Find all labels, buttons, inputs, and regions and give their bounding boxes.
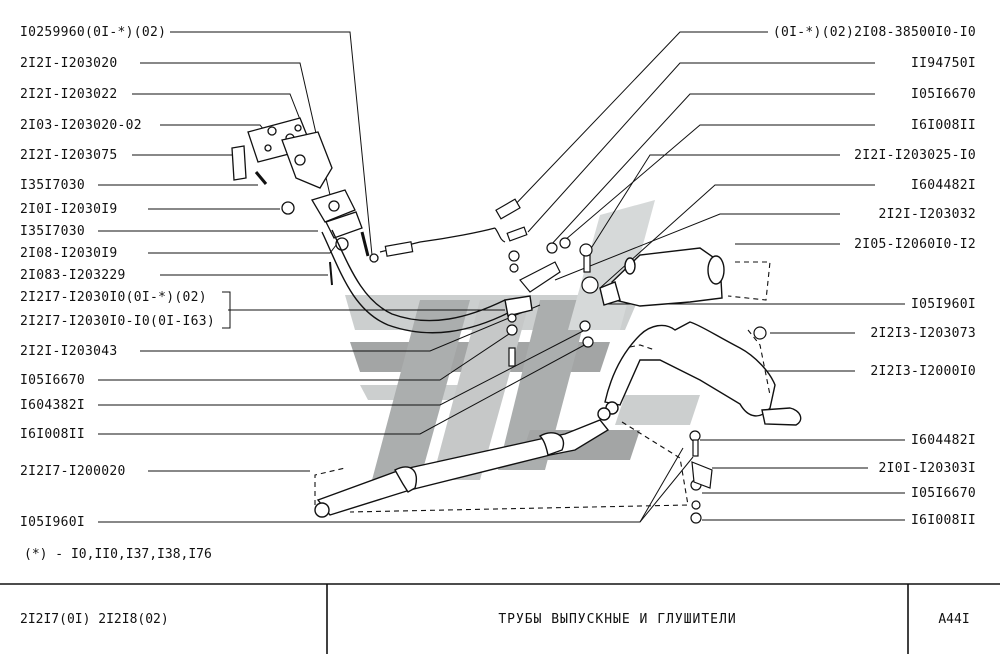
left-callout-label: 2I08-I2030I9 — [20, 246, 118, 261]
variant-bracket — [222, 291, 231, 329]
footnote: (*) - I0,II0,I37,I38,I76 — [24, 547, 212, 562]
right-callout-label: 2I2I3-I2000I0 — [870, 364, 976, 379]
right-callout-label: I05I960I — [910, 297, 976, 312]
middle-resonator — [314, 407, 611, 518]
left-callout-label: 2I2I-I203022 — [20, 87, 118, 102]
right-callout-label: I604482I — [910, 178, 976, 193]
right-callout-label: I05I6670 — [910, 87, 976, 102]
left-callout-label: 2I2I7-I2030I0(0I-*)(02) — [20, 290, 207, 305]
left-callout-label: I6I008II — [20, 427, 86, 442]
left-callout-label: I05I960I — [20, 515, 86, 530]
left-callout-label: I604382I — [20, 398, 86, 413]
right-callout-label: 2I05-I2060I0-I2 — [854, 237, 976, 252]
right-callout-label: 2I2I3-I203073 — [870, 326, 976, 341]
front-exhaust-pipe — [321, 229, 533, 334]
model-numbers: 2I2I7(0I) 2I2I8(02) — [20, 611, 169, 627]
left-callout-label: 2I2I-I203075 — [20, 148, 118, 163]
right-callout-label: 2I2I-I203032 — [878, 207, 976, 222]
catalytic-converter — [599, 247, 725, 307]
manifold-flange-parts — [231, 117, 379, 286]
right-callout-label: 2I0I-I20303I — [878, 461, 976, 476]
left-callout-label: I0259960(0I-*)(02) — [20, 25, 167, 40]
sheet-code: A44I — [938, 611, 970, 627]
left-callout-label: 2I2I-I203043 — [20, 344, 118, 359]
oxygen-sensor — [379, 198, 528, 257]
title-block-frame — [0, 583, 1000, 654]
left-callout-label: 2I0I-I2030I9 — [20, 202, 118, 217]
right-callout-label: I6I008II — [910, 118, 976, 133]
left-callout-label: I05I6670 — [20, 373, 86, 388]
left-callout-label: 2I083-I203229 — [20, 268, 126, 283]
title-block: 2I2I7(0I) 2I2I8(02) ТРУБЫ ВЫПУСКНЫЕ И ГЛ… — [0, 584, 1000, 654]
right-callout-label: II94750I — [910, 56, 976, 71]
left-callout-label: 2I2I7-I200020 — [20, 464, 126, 479]
right-callout-label: 2I2I-I203025-I0 — [854, 148, 976, 163]
assembly-arrows — [314, 261, 771, 513]
right-callout-label: I05I6670 — [910, 486, 976, 501]
right-callout-label: I6I008II — [910, 513, 976, 528]
mounting-hardware — [506, 237, 767, 524]
right-callout-label: (0I-*)(02)2I08-38500I0-I0 — [772, 25, 976, 40]
sheet-title: ТРУБЫ ВЫПУСКНЫЕ И ГЛУШИТЕЛИ — [498, 611, 737, 627]
left-callout-label: 2I03-I203020-02 — [20, 118, 142, 133]
left-callout-label: I35I7030 — [20, 178, 86, 193]
left-callout-label: I35I7030 — [20, 224, 86, 239]
left-callout-label: 2I2I-I203020 — [20, 56, 118, 71]
right-callout-label: I604482I — [910, 433, 976, 448]
left-callout-label: 2I2I7-I2030I0-I0(0I-I63) — [20, 314, 216, 329]
